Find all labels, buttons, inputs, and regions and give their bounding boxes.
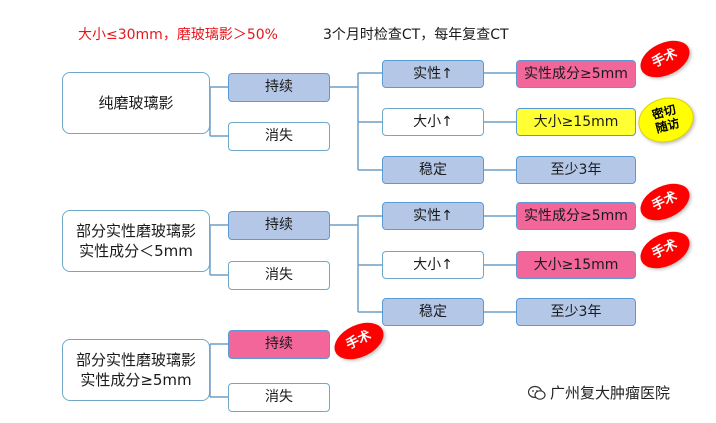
- node-r2-3years: 至少3年: [516, 298, 636, 326]
- node-r2-vanish: 消失: [228, 261, 330, 290]
- watermark: 广州复大肿瘤医院: [528, 382, 670, 403]
- wechat-icon: [528, 385, 546, 400]
- node-r1-3years: 至少3年: [516, 156, 636, 184]
- watermark-text: 广州复大肿瘤医院: [550, 384, 671, 402]
- header-followup: 3个月时检查CT，每年复查CT: [323, 27, 509, 43]
- node-r1-size-up: 大小↑: [382, 108, 484, 136]
- tag-r1-close-followup-text: 密切随访: [650, 102, 681, 136]
- node-r1-solid-up: 实性↑: [382, 60, 484, 88]
- node-r1-stable: 稳定: [382, 156, 484, 184]
- node-r1-vanish: 消失: [228, 122, 330, 151]
- node-pure-ggo: 纯磨玻璃影: [62, 72, 210, 134]
- node-r2-solid-up: 实性↑: [382, 202, 484, 230]
- header-condition: 大小≤30mm，磨玻璃影＞50%: [78, 27, 278, 43]
- node-part-solid-ge5: 部分实性磨玻璃影 实性成分≥5mm: [62, 339, 210, 401]
- node-r3-persist: 持续: [228, 330, 330, 359]
- node-r2-size-15mm: 大小≥15mm: [516, 251, 636, 279]
- node-r2-solid-5mm: 实性成分≥5mm: [516, 202, 636, 230]
- node-r2-size-up: 大小↑: [382, 251, 484, 279]
- node-r1-size-15mm: 大小≥15mm: [516, 108, 636, 136]
- node-r3-vanish: 消失: [228, 383, 330, 412]
- node-r2-persist: 持续: [228, 211, 330, 240]
- node-r1-persist: 持续: [228, 73, 330, 102]
- node-part-solid-lt5: 部分实性磨玻璃影 实性成分＜5mm: [62, 210, 210, 272]
- node-r1-solid-5mm: 实性成分≥5mm: [516, 60, 636, 88]
- node-r2-stable: 稳定: [382, 298, 484, 326]
